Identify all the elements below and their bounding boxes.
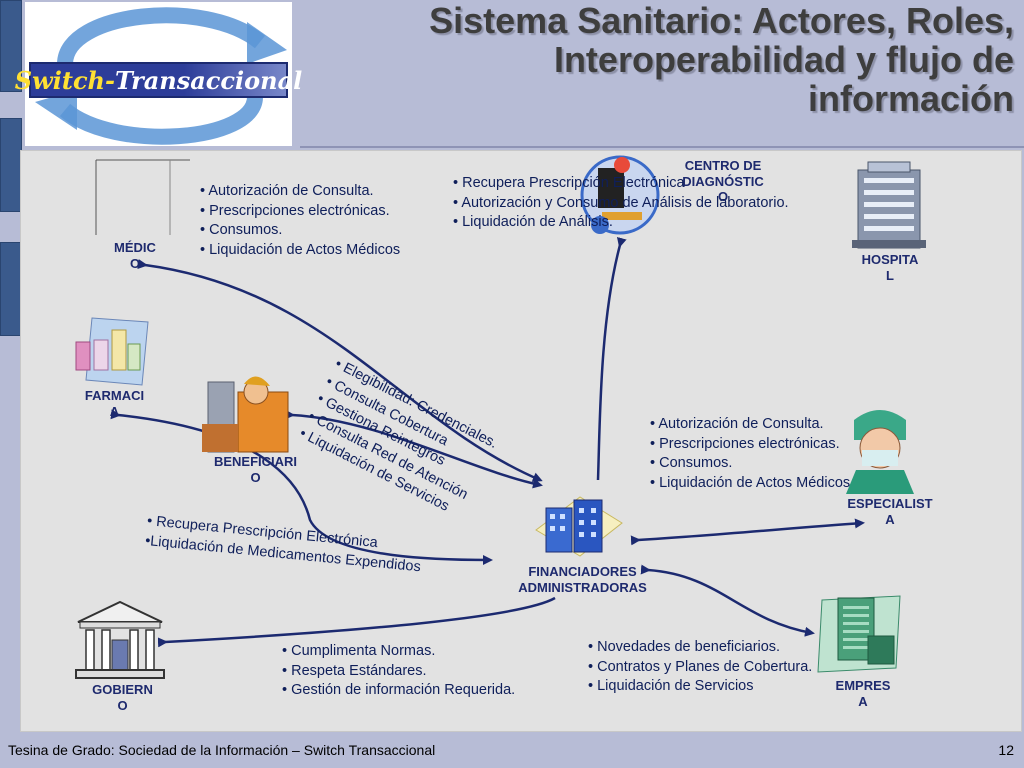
actor-farmacia: FARMACI A: [72, 388, 157, 419]
actor-label: GOBIERN: [92, 682, 153, 697]
note-item: Liquidación de Análisis.: [453, 213, 789, 233]
notes-medico: Autorización de Consulta. Prescripciones…: [200, 182, 400, 260]
actor-label: ADMINISTRADORAS: [518, 579, 647, 595]
note-item: Liquidación de Actos Médicos: [650, 474, 850, 494]
title-line-3: información: [807, 77, 1014, 119]
actor-label: A: [858, 693, 868, 709]
note-item: Liquidación de Actos Médicos: [200, 241, 400, 261]
note-item: Recupera Prescripción Electrónica: [453, 174, 789, 194]
actor-label: FINANCIADORES: [528, 564, 637, 579]
note-item: Prescripciones electrónicas.: [200, 202, 400, 222]
actor-label: MÉDIC: [114, 240, 156, 255]
note-item: Respeta Estándares.: [282, 662, 515, 682]
actor-beneficiario: BENEFICIARI O: [198, 454, 313, 485]
actor-label: BENEFICIARI: [213, 454, 298, 469]
page-number: 12: [998, 742, 1014, 758]
actor-medico: MÉDIC O: [95, 240, 175, 271]
actor-label: A: [885, 511, 895, 527]
note-item: Contratos y Planes de Cobertura.: [588, 658, 812, 678]
actor-label: FARMACI: [84, 388, 145, 403]
note-item: Autorización de Consulta.: [200, 182, 400, 202]
actor-label: EMPRES: [835, 678, 891, 693]
actor-financiadores: FINANCIADORES ADMINISTRADORAS: [500, 564, 665, 595]
note-item: Consumos.: [650, 454, 850, 474]
arrow-gobierno-financiadores: [157, 596, 556, 648]
actor-label: HOSPITA: [861, 252, 919, 267]
actor-hospital: HOSPITA L: [850, 252, 930, 283]
title-line-1: Sistema Sanitario: Actores, Roles,: [429, 0, 1014, 41]
actor-label: A: [109, 403, 120, 419]
logo-part1: Switch-: [14, 65, 115, 95]
note-item: Cumplimenta Normas.: [282, 642, 515, 662]
logo-part2: Transaccional: [114, 65, 303, 95]
accent-bar: [0, 0, 22, 92]
actor-label: ESPECIALIST: [847, 496, 933, 511]
actor-especialista: ESPECIALIST A: [835, 496, 945, 527]
note-item: Liquidación de Servicios: [588, 677, 812, 697]
footer-caption: Tesina de Grado: Sociedad de la Informac…: [8, 742, 436, 758]
note-item: Autorización de Consulta.: [650, 415, 850, 435]
title-line-2: Interoperabilidad y flujo de: [553, 38, 1014, 80]
actor-label: L: [886, 267, 894, 283]
note-item: Gestión de información Requerida.: [282, 681, 515, 701]
actor-label: O: [129, 255, 141, 271]
arrow-financiadores-empresa: [640, 564, 815, 637]
actor-gobierno: GOBIERN O: [80, 682, 165, 713]
notes-empresa: Novedades de beneficiarios. Contratos y …: [588, 638, 812, 697]
actor-label: O: [250, 469, 261, 485]
arrow-centro-financiadores: [596, 236, 627, 481]
actor-label: CENTRO DE: [684, 158, 762, 173]
note-item: Prescripciones electrónicas.: [650, 435, 850, 455]
logo-wordmark: Switch-Transaccional: [15, 62, 302, 98]
cycle-arrows-icon: [35, 7, 287, 145]
page-title: Sistema Sanitario: Actores, Roles, Inter…: [314, 0, 1014, 119]
arrow-especialista-financiadores: [630, 518, 865, 546]
actor-label: O: [117, 697, 128, 713]
title-divider: [300, 146, 1024, 148]
notes-gobierno: Cumplimenta Normas. Respeta Estándares. …: [282, 642, 515, 701]
logo: Switch-Transaccional: [15, 2, 302, 146]
note-item: Autorización y Consumo de Análisis de la…: [453, 194, 788, 214]
note-item: Novedades de beneficiarios.: [588, 638, 812, 658]
actor-empresa: EMPRES A: [818, 678, 908, 709]
note-item: Consumos.: [200, 221, 400, 241]
notes-centro: Recupera Prescripción Electrónica Autori…: [453, 174, 789, 233]
notes-especialista: Autorización de Consulta. Prescripciones…: [650, 415, 850, 493]
